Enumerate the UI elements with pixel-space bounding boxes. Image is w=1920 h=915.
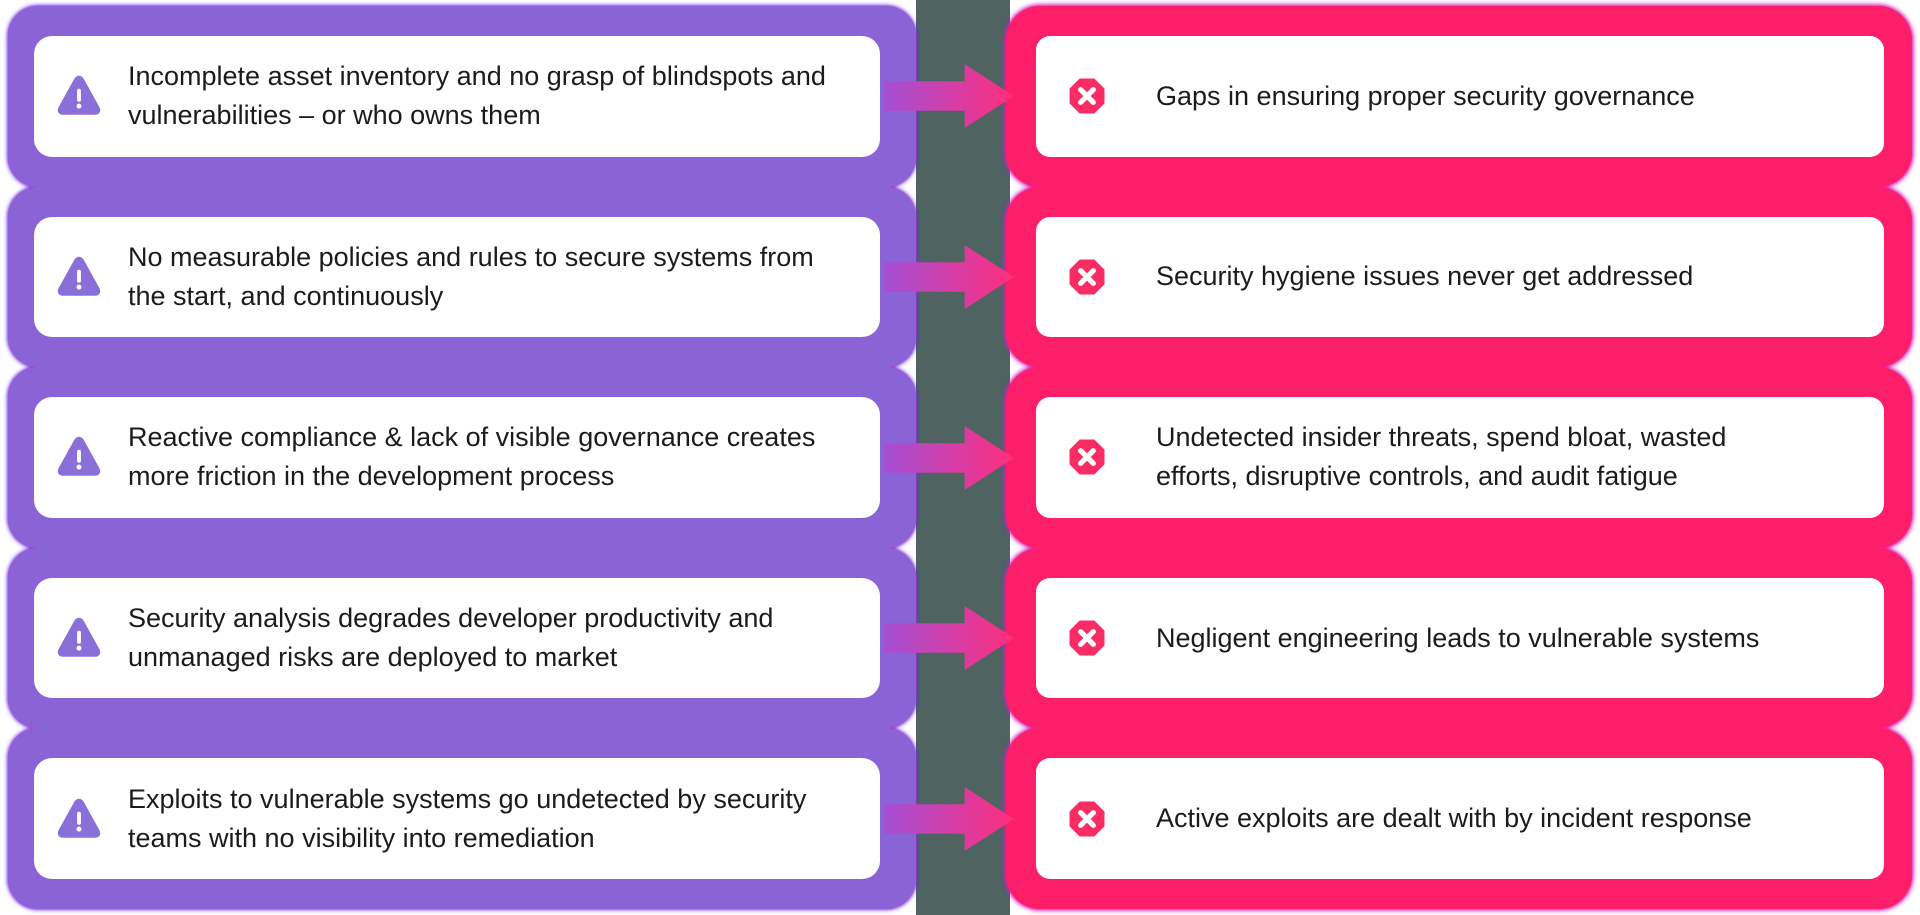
problem-card: Exploits to vulnerable systems go undete…	[8, 728, 916, 909]
problem-text: No measurable policies and rules to secu…	[128, 241, 814, 311]
problem-text: Reactive compliance & lack of visible go…	[128, 422, 816, 492]
problem-card: No measurable policies and rules to secu…	[8, 186, 916, 368]
consequence-card: Gaps in ensuring proper security governa…	[1006, 6, 1912, 187]
consequences-column: Gaps in ensuring proper security governa…	[1006, 6, 1912, 909]
consequence-text: Security hygiene issues never get addres…	[1156, 261, 1694, 292]
consequence-card: Security hygiene issues never get addres…	[1006, 186, 1912, 368]
problems-column: Incomplete asset inventory and no grasp …	[8, 6, 916, 909]
problem-card: Security analysis degrades developer pro…	[8, 547, 916, 729]
consequence-text: Gaps in ensuring proper security governa…	[1156, 80, 1695, 111]
consequence-text: Negligent engineering leads to vulnerabl…	[1156, 622, 1760, 653]
problem-text: Security analysis degrades developer pro…	[128, 603, 774, 673]
x-octagon-icon	[1066, 798, 1108, 840]
consequence-card: Active exploits are dealt with by incide…	[1006, 728, 1912, 909]
problem-text: Incomplete asset inventory and no grasp …	[128, 61, 826, 131]
consequence-card: Undetected insider threats, spend bloat,…	[1006, 367, 1912, 548]
consequence-text: Active exploits are dealt with by incide…	[1156, 803, 1752, 834]
problem-text: Exploits to vulnerable systems go undete…	[128, 783, 807, 853]
warning-triangle-icon	[54, 434, 104, 480]
warning-triangle-icon	[54, 254, 104, 300]
x-octagon-icon	[1066, 75, 1108, 117]
consequence-card: Negligent engineering leads to vulnerabl…	[1006, 547, 1912, 729]
warning-triangle-icon	[54, 796, 104, 842]
problem-card: Reactive compliance & lack of visible go…	[8, 367, 916, 548]
warning-triangle-icon	[54, 615, 104, 661]
x-octagon-icon	[1066, 617, 1108, 659]
x-octagon-icon	[1066, 256, 1108, 298]
problem-card: Incomplete asset inventory and no grasp …	[8, 6, 916, 187]
warning-triangle-icon	[54, 73, 104, 119]
consequence-text: Undetected insider threats, spend bloat,…	[1156, 422, 1727, 492]
x-octagon-icon	[1066, 436, 1108, 478]
